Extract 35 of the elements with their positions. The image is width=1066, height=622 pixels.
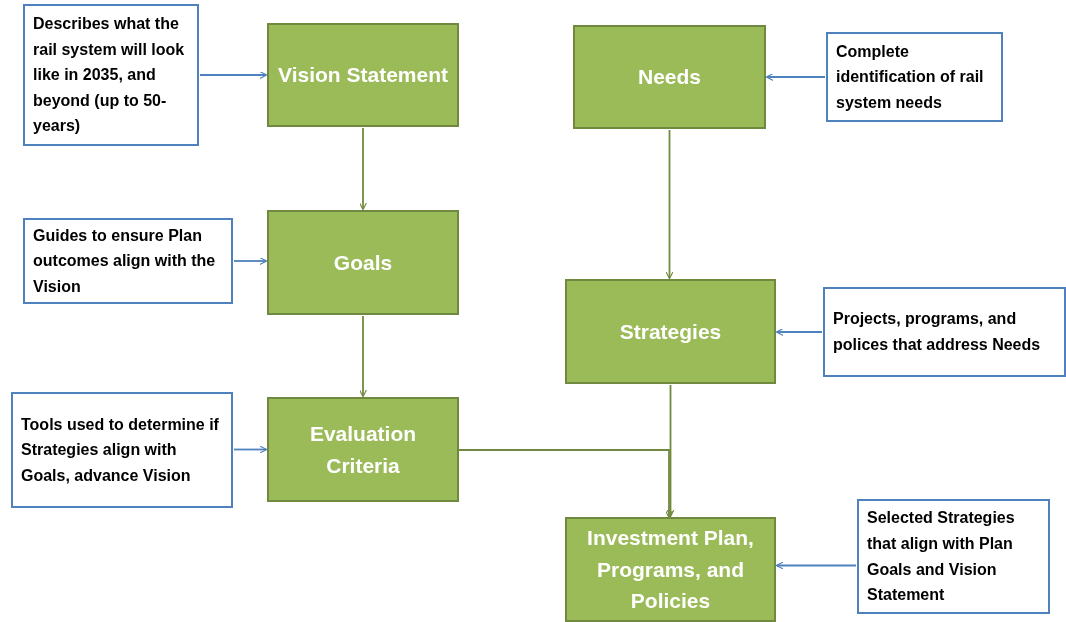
note-text: Projects, programs, and polices that address Needs [833,309,1042,355]
arrow [233,445,268,454]
arrow [458,449,674,519]
note-text: Guides to ensure Plan outcomes align with the Vision [33,225,217,297]
arrow [199,70,268,80]
arrow [358,315,368,398]
note-text: Describes what the rail system will look like in 2035, and beyond (up to 50-years) [33,14,186,137]
arrow [665,129,674,280]
arrow [233,256,268,266]
arrow [358,127,368,211]
step-label: Strategies [619,318,722,345]
note-box [23,4,199,146]
process-box [573,25,766,129]
arrow [775,327,823,337]
note-text: Complete identification of rail system needs [836,41,985,113]
note-text: Tools used to determine if Strategies align with Goals, advance Vision [21,414,220,486]
note-box [857,499,1050,614]
step-label: Investment Plan, Programs, and Policies [586,525,755,615]
note-box [826,32,1003,122]
process-box [267,23,459,127]
process-box [267,397,459,502]
process-box [267,210,459,315]
step-label: Vision Statement [278,62,448,89]
arrow [775,561,857,570]
step-label: Goals [333,249,393,276]
step-label: Needs [638,64,701,91]
note-box [23,218,233,304]
note-box [823,287,1066,377]
note-box [11,392,233,508]
arrow [765,72,826,82]
note-text: Selected Strategies that align with Plan Goals and Vision Statement [867,508,1016,606]
process-box [565,279,776,384]
arrow [666,384,675,518]
step-label: Evaluation Criteria [308,421,418,479]
process-box [565,517,776,622]
